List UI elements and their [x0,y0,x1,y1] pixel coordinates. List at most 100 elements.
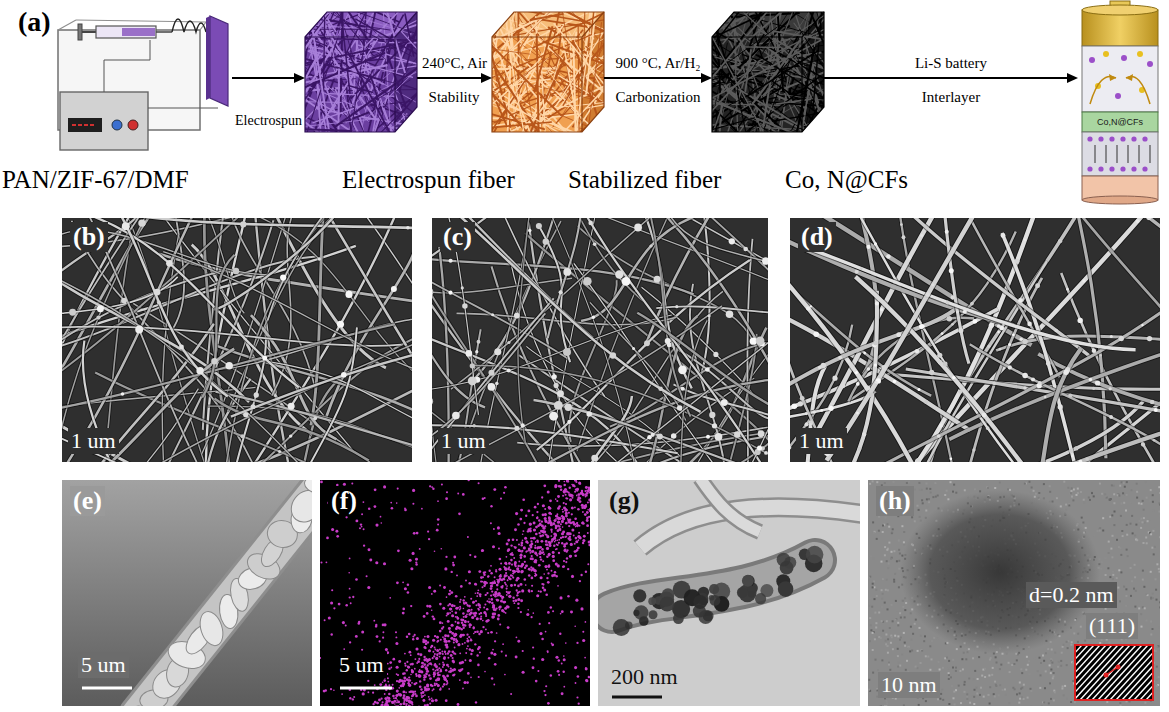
eds-map-image-part [352,698,354,700]
sem-image-part [827,218,1057,461]
eds-map-image-part [504,562,507,565]
eds-map-image-part [421,508,423,510]
electrospinning-setup-part [156,31,172,33]
sem-image-part [155,314,412,462]
eds-map-image-part [549,499,552,502]
eds-map-image-part [547,611,550,614]
sem-image-part [665,338,671,344]
eds-map-image-part [379,640,381,642]
eds-map-image-part [385,684,387,686]
sem-image-part [1109,415,1113,419]
eds-map-image-part [386,651,389,654]
sem-image-part [929,370,934,375]
sem-image-part [248,218,412,371]
eds-map-image-part [412,489,415,492]
sem-image-part [1041,333,1044,336]
fiber-cube-part [509,0,577,52]
eds-map-image-part [374,684,376,686]
fiber-cube-part [291,15,390,30]
eds-map-image-part [445,699,448,702]
eds-map-image-part [395,636,397,638]
eds-map-image-part [478,633,481,636]
eds-map-image-part [385,648,388,651]
sem-image-part [1123,418,1126,421]
eds-map-image-part [463,681,466,684]
eds-map-image-part [417,653,420,656]
sem-image-part [875,381,878,384]
eds-map-image-part [587,509,589,511]
sem-image-part [592,247,768,462]
eds-map-image-part [461,622,463,624]
sem-image-part [1027,322,1032,327]
sem-image-part [952,376,955,379]
eds-map-image-part [535,680,538,683]
sem-image-part [556,218,764,462]
sem-image-part [809,420,814,425]
sem-image-part [586,218,768,400]
eds-map-image-part [529,523,532,526]
eds-map-image-part [582,631,584,633]
sem-image-part [318,257,321,260]
eds-map-image-part [325,561,327,563]
eds-map-image-part [455,621,457,623]
eds-map-image-part [589,508,590,510]
sem-image-part [880,308,883,311]
eds-map-image-part [539,632,542,635]
li-s-battery-part-part [1109,136,1114,141]
eds-map-image-part [442,622,444,624]
eds-map-image-part [491,677,494,680]
cube-edges-part [802,12,824,37]
eds-map-image-part [575,540,578,543]
eds-map-image-part [457,643,460,646]
eds-map-image-part [490,505,492,507]
sem-image-part [548,218,768,333]
eds-map-image-part [331,528,334,531]
sem-image-part [757,445,762,450]
eds-map-image-part [553,532,556,535]
eds-map-image-part [468,636,470,638]
eds-map-image-part [453,635,455,637]
sem-image-part [240,434,244,438]
eds-map-image-part [569,555,572,558]
sem-image-part [622,277,631,286]
eds-map-image-part [475,592,477,594]
eds-map-image-part [563,484,565,486]
eds-map-image-part [478,676,480,678]
eds-map-image-part [472,627,475,630]
eds-map-image-part [451,571,453,573]
sem-image-part [62,218,169,462]
eds-map-image-part [428,698,430,700]
eds-map-image-part [510,544,512,546]
electrospinning-setup-part [104,40,150,92]
sem-image-part [756,336,765,345]
fiber-cube-part [534,26,552,92]
eds-map-image-part [539,623,541,625]
sem-image-part [1141,442,1145,446]
eds-map-image-part [564,509,567,512]
sem-image-part [154,289,161,296]
eds-map-image-part [525,515,527,517]
sem-image-part [713,369,768,462]
eds-map-image-part [395,697,397,699]
sem-image-part [832,376,837,381]
eds-map-image-part [562,565,565,568]
sem-image-part [139,218,412,230]
sem-image-part [926,292,931,297]
sem-image-part [1035,283,1040,288]
sem-image-part [548,218,584,338]
eds-map-image-part [571,575,574,578]
eds-map-image-part [466,639,469,642]
sem-image-part [432,298,554,462]
sem-image-part [668,218,768,300]
eds-map-image-part [582,539,585,542]
sem-image [790,218,1160,462]
sem-image-part [451,218,676,389]
sem-image-part [713,352,718,357]
eds-map-image-part [387,681,389,683]
eds-map-image-part [563,686,565,688]
eds-map-image-part [519,518,522,521]
eds-map-image-part [515,656,518,659]
eds-map-image-part [520,556,523,559]
sem-fiber-image [62,480,312,706]
eds-map-image-part [574,543,576,545]
